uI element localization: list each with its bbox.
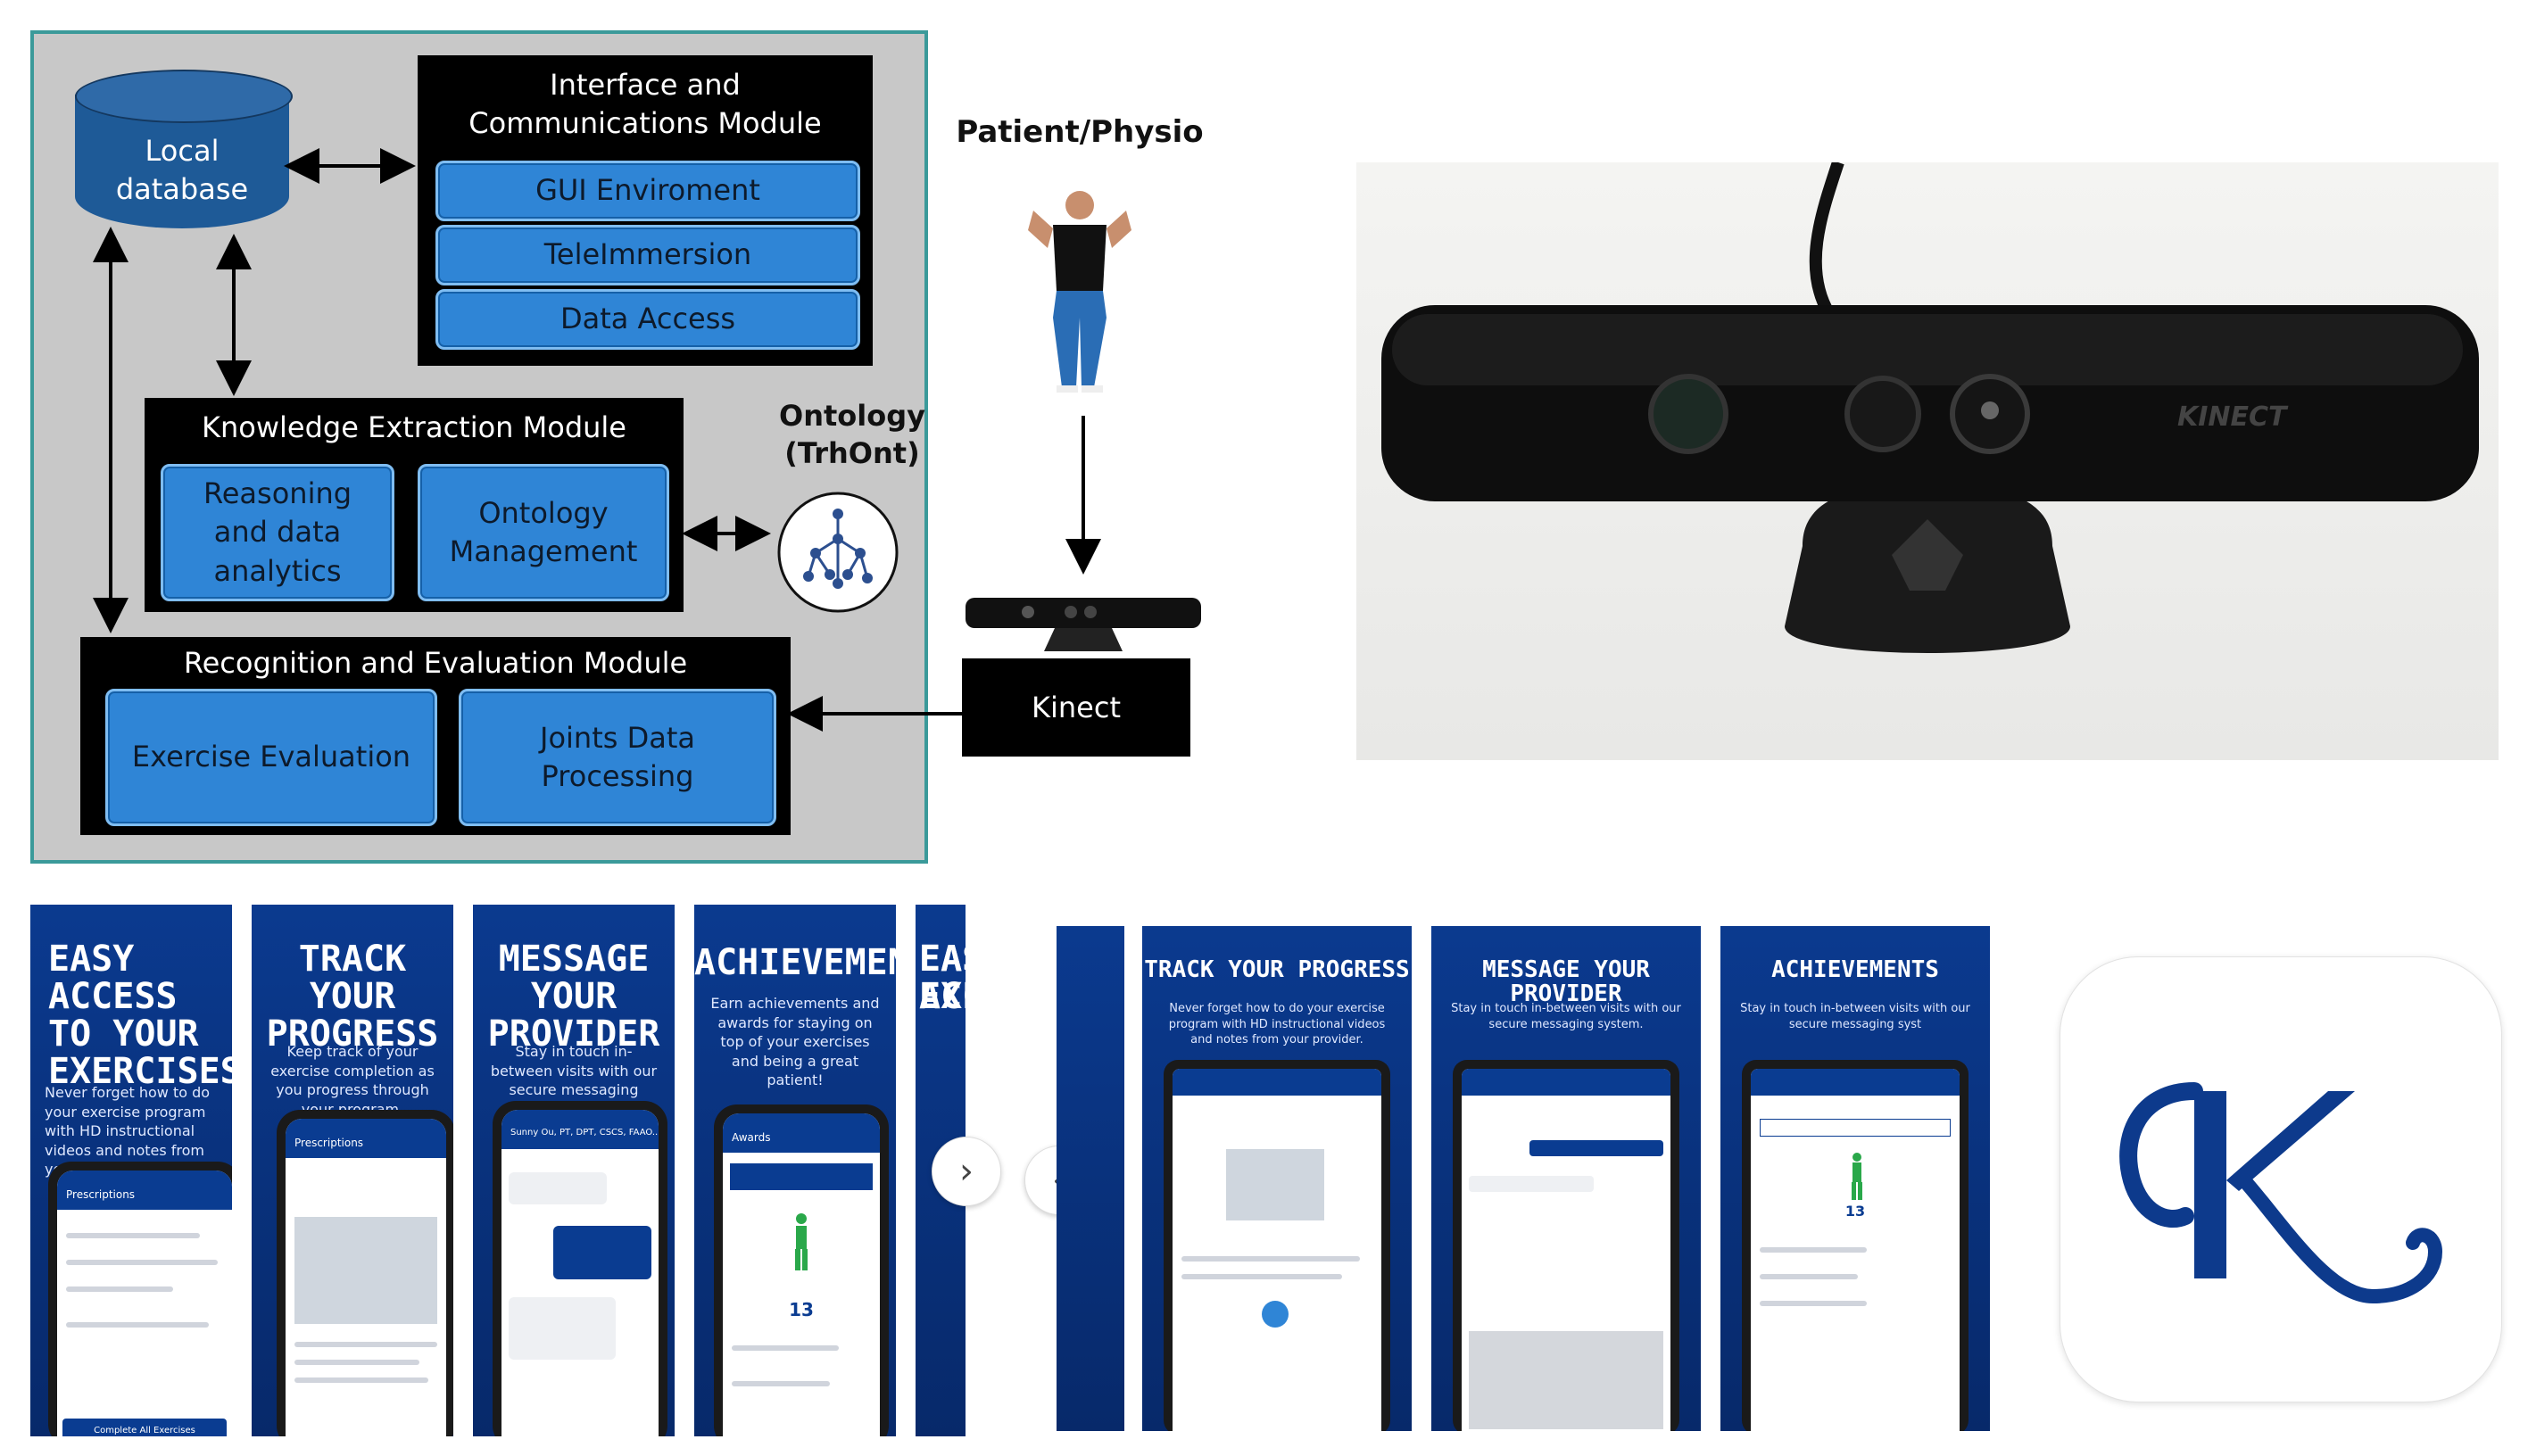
interface-module-title-line1: Interface and xyxy=(550,68,741,102)
message-bubble xyxy=(1529,1140,1663,1156)
screenshot-message-provider: MESSAGE YOUR PROVIDER Stay in touch in-b… xyxy=(473,905,675,1436)
recognition-evaluation-module: Recognition and Evaluation Module Exerci… xyxy=(80,637,791,835)
exercise-image xyxy=(1226,1149,1324,1220)
ontology-network-icon xyxy=(777,492,899,613)
panel4-screen-title: Awards xyxy=(732,1131,771,1144)
tablet2-device xyxy=(1453,1060,1679,1431)
kinect-photo: KINECT xyxy=(1356,160,2499,760)
message-bubble xyxy=(509,1172,607,1204)
local-database: Local database xyxy=(75,70,293,239)
panel2-phone: Prescriptions xyxy=(277,1110,453,1436)
panel2-title-line2: PROGRESS xyxy=(266,1013,439,1055)
diagram-arrows xyxy=(93,148,1101,732)
total-exercises-count: 13 xyxy=(789,1299,814,1320)
tablet-screenshot-achievements: ACHIEVEMENTS Stay in touch in-between vi… xyxy=(1720,926,1990,1431)
panel1-phone: Prescriptions Complete All Exercises xyxy=(48,1162,232,1436)
screenshot-easy-access: EASY ACCESS TO YOUR EXERCISES Never forg… xyxy=(30,905,232,1436)
kinect-device-image xyxy=(1381,160,2479,653)
tablet-screenshot-message-provider: MESSAGE YOUR PROVIDER Stay in touch in-b… xyxy=(1431,926,1701,1431)
panel3-phone: Sunny Ou, PT, DPT, CSCS, FAAO... xyxy=(493,1101,667,1436)
partial-panel-title: EAS EXE xyxy=(919,940,967,1015)
tablet1-title: TRACK YOUR PROGRESS xyxy=(1144,956,1410,983)
knowledge-extraction-module: Knowledge Extraction Module Reasoning an… xyxy=(145,398,684,612)
panel1-screen-title: Prescriptions xyxy=(66,1188,136,1201)
kinect-brand-text: KINECT xyxy=(2177,401,2287,433)
tablet2-description: Stay in touch in-between visits with our… xyxy=(1451,1002,1681,1031)
kinect-block: Kinect xyxy=(962,658,1190,757)
exercise-evaluation-block: Exercise Evaluation xyxy=(105,689,437,826)
screenshot-track-progress: TRACK YOUR PROGRESS Keep track of your e… xyxy=(252,905,453,1436)
awards-tab-bar[interactable] xyxy=(730,1163,873,1190)
architecture-diagram: Local database Interface and Communicati… xyxy=(30,30,928,864)
joints-data-processing-block: Joints Data Processing xyxy=(459,689,776,826)
tablet1-description: Never forget how to do your exercise pro… xyxy=(1168,1002,1386,1047)
panel4-phone: Awards 13 xyxy=(714,1104,889,1436)
panel2-screen-title: Prescriptions xyxy=(294,1137,364,1149)
message-bubble xyxy=(553,1226,651,1279)
tablet-total-count: 13 xyxy=(1844,1203,1866,1220)
knowledge-module-title: Knowledge Extraction Module xyxy=(202,410,626,444)
tablet2-title: MESSAGE YOUR PROVIDER xyxy=(1482,956,1650,1008)
patient-physio-label: Patient/Physio xyxy=(956,114,1204,150)
tablet1-device xyxy=(1164,1060,1390,1431)
achievement-figure-icon xyxy=(795,1213,808,1270)
kinect-sensor-icon xyxy=(966,598,1201,651)
carousel-next-button[interactable]: › xyxy=(932,1137,1001,1206)
awards-tab-bar[interactable] xyxy=(1760,1119,1951,1137)
database-label-line2: database xyxy=(115,172,249,207)
message-bubble xyxy=(1469,1176,1594,1192)
ontology-label: Ontology (TrhOnt) xyxy=(779,399,925,470)
achievement-figure-icon xyxy=(1852,1153,1862,1200)
ontology-management-block: Ontology Management xyxy=(418,464,669,601)
on-screen-keyboard[interactable] xyxy=(1469,1331,1663,1429)
data-access-block: Data Access xyxy=(435,289,860,350)
message-bubble xyxy=(509,1297,616,1360)
panel4-description: Earn achievements and awards for staying… xyxy=(710,995,880,1089)
tablet3-title: ACHIEVEMENTS xyxy=(1771,956,1939,983)
panel4-title: ACHIEVEMENTS xyxy=(694,942,896,983)
panel3-title-line2: PROVIDER xyxy=(487,1013,660,1055)
k-logo-icon xyxy=(2119,1082,2443,1304)
panel3-title-line1: MESSAGE YOUR xyxy=(498,939,650,1017)
screenshot-achievements: ACHIEVEMENTS Earn achievements and award… xyxy=(694,905,896,1436)
patient-figure-icon xyxy=(1028,191,1131,393)
panel1-title-line3: EXERCISES xyxy=(48,1051,232,1092)
panel1-title-line1: EASY ACCESS xyxy=(48,939,178,1017)
teleimmersion-block: TeleImmersion xyxy=(435,225,860,285)
database-label-line1: Local xyxy=(145,134,220,168)
interface-communications-module: Interface and Communications Module GUI … xyxy=(418,55,873,366)
panel2-title-line1: TRACK YOUR xyxy=(298,939,407,1017)
tablet-panel-partial xyxy=(1057,926,1124,1431)
tablet-screenshot-track-progress: TRACK YOUR PROGRESS Never forget how to … xyxy=(1142,926,1412,1431)
app-icon[interactable] xyxy=(2060,956,2502,1402)
reasoning-analytics-block: Reasoning and data analytics xyxy=(161,464,394,601)
interface-module-title-line2: Communications Module xyxy=(468,106,822,141)
tablet3-device: 13 xyxy=(1742,1060,1969,1431)
complete-all-exercises-button[interactable]: Complete All Exercises xyxy=(62,1419,227,1436)
panel1-title-line2: TO YOUR xyxy=(48,1013,199,1055)
progress-check-icon xyxy=(1262,1301,1289,1328)
panel3-screen-title: Sunny Ou, PT, DPT, CSCS, FAAO... xyxy=(510,1128,659,1138)
gui-environment-block: GUI Enviroment xyxy=(435,161,860,221)
panel2-description: Keep track of your exercise completion a… xyxy=(270,1043,435,1118)
tablet3-description: Stay in touch in-between visits with our… xyxy=(1740,1002,1970,1031)
exercise-video-thumbnail[interactable] xyxy=(294,1217,437,1324)
recognition-module-title: Recognition and Evaluation Module xyxy=(183,646,688,680)
